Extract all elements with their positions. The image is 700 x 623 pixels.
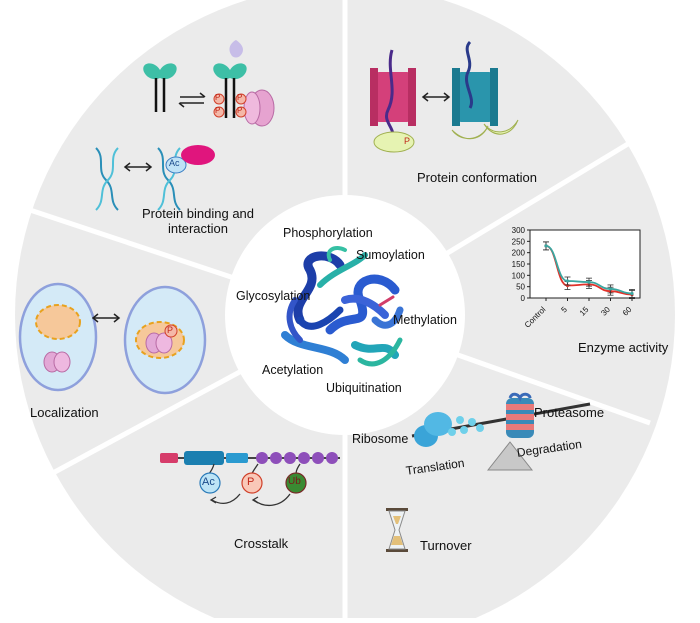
ptm-glycosylation: Glycosylation (236, 289, 311, 303)
phospho-label: P (237, 106, 243, 115)
localization-label: Localization (30, 405, 99, 420)
ligand-icon (229, 40, 243, 58)
ribosome-label: Ribosome (352, 432, 409, 446)
turnover-label: Turnover (420, 538, 472, 553)
chart-frame (529, 229, 641, 299)
x-tick-label: 5 (559, 305, 569, 315)
acetyl-badge-icon (199, 472, 221, 494)
crosstalk-ac-label: Ac (202, 476, 215, 488)
nucleus-left-icon (35, 304, 81, 340)
y-tick-label: 150 (512, 260, 526, 269)
proteasome-label: Proteasome (534, 405, 605, 420)
seesaw-fulcrum (486, 441, 534, 471)
crosstalk-p-label: P (247, 476, 255, 488)
phospho-label: P (215, 106, 221, 115)
data-point (630, 291, 634, 296)
ubiquitin-badge-icon (285, 472, 307, 494)
data-point (544, 244, 548, 248)
ptm-acetylation: Acetylation (262, 363, 324, 377)
ribosome-icon (414, 412, 452, 447)
peptide-dots-icon (448, 416, 484, 436)
binding-illustration (95, 40, 275, 211)
data-point (565, 279, 570, 283)
y-tick-label: 250 (512, 237, 526, 246)
y-tick-label: 300 (512, 226, 526, 235)
data-point (587, 280, 591, 284)
ptm-sumoylation: Sumoylation (356, 248, 425, 262)
y-tick-label: 100 (512, 271, 526, 280)
proteasome-icon (506, 392, 534, 438)
y-tick-label: 50 (516, 283, 525, 292)
crosstalk-label: Crosstalk (234, 536, 289, 551)
y-tick-label: 0 (521, 294, 526, 303)
phospho-label: P (215, 93, 221, 102)
phospho-label: P (404, 136, 411, 146)
protein-structure-icon (281, 246, 404, 367)
conformation-illustration (370, 40, 519, 153)
data-point (608, 287, 613, 291)
acetyl-label: Ac (169, 158, 180, 168)
phospho-badges (213, 93, 247, 118)
turnover-illustration (386, 392, 591, 552)
ptm-ubiquitination: Ubiquitination (326, 381, 402, 395)
enzyme-activity-label: Enzyme activity (578, 340, 669, 355)
localization-illustration (18, 282, 207, 395)
y-tick-label: 200 (512, 249, 526, 258)
phospho-badge-icon (241, 472, 263, 494)
crosstalk-ub-label: Ub (288, 476, 301, 487)
ptm-phosphorylation: Phosphorylation (283, 226, 373, 240)
ptm-methylation: Methylation (393, 313, 457, 327)
hourglass-icon (386, 508, 408, 552)
sector-dividers (14, 0, 653, 623)
center-circle (225, 195, 465, 435)
phospho-label: P (167, 325, 174, 335)
phospho-label: P (237, 93, 243, 102)
crosstalk-illustration (160, 451, 340, 506)
binding-label: Protein binding and interaction (141, 206, 255, 236)
conformation-label: Protein conformation (417, 170, 537, 185)
